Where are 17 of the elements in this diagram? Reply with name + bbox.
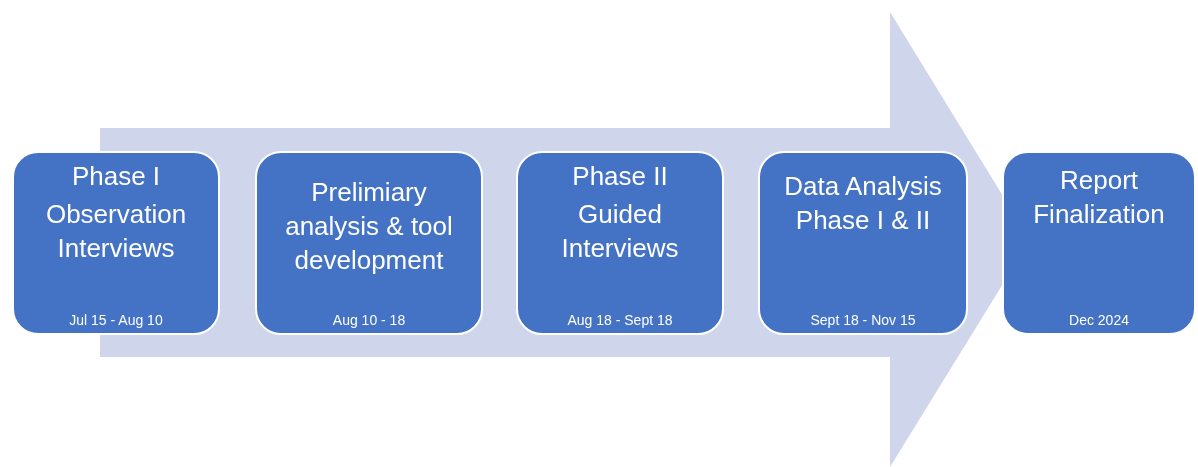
date-range: Jul 15 - Aug 10 [69, 311, 163, 329]
phase-box [516, 151, 724, 335]
phase-box [12, 151, 220, 335]
date-range: Sept 18 - Nov 15 [810, 311, 916, 329]
date-range: Aug 18 - Sept 18 [567, 311, 673, 329]
phase-box [758, 151, 968, 335]
date-range: Dec 2024 [1069, 311, 1129, 329]
phase-title: Phase I [71, 160, 161, 193]
phase-title: Observation Interviews [44, 198, 188, 265]
phase-title: Report Finalization [1032, 164, 1166, 231]
phase-box [1002, 151, 1196, 335]
phase-title: Data Analysis Phase I & II [783, 170, 943, 237]
date-range: Aug 10 - 18 [332, 311, 406, 329]
phase-title: Prelimiary analysis & tool development [284, 176, 454, 277]
phase-title: Phase II [572, 160, 668, 193]
phase-box [255, 151, 483, 335]
phase-title: Guided Interviews [560, 198, 680, 265]
